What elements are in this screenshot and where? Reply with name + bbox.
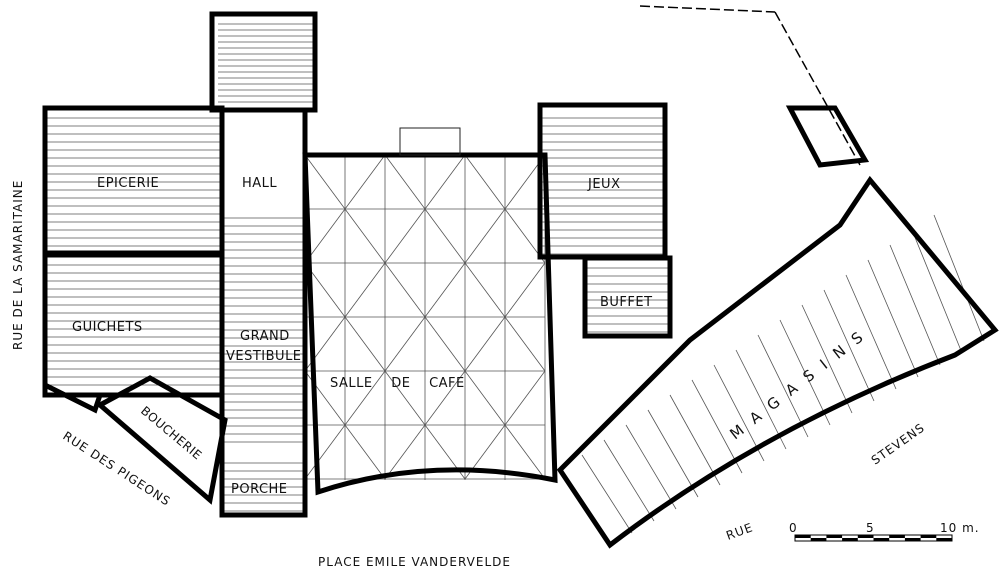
scale-label-0: 0	[789, 521, 798, 535]
label-boucherie: BOUCHERIE	[138, 404, 205, 463]
corner-wall	[42, 380, 104, 414]
boucherie-walls	[95, 375, 228, 505]
salle-de-cafe-walls	[302, 152, 558, 496]
label-hall: HALL	[242, 176, 277, 191]
walls	[42, 5, 999, 549]
label-guichets: GUICHETS	[72, 320, 143, 335]
property-line	[639, 5, 776, 13]
street-rue: RUE	[724, 520, 755, 543]
street-place-emile-vandervelde: PLACE EMILE VANDERVELDE	[318, 555, 511, 569]
street-rue-des-pigeons: RUE DES PIGEONS	[60, 429, 173, 509]
magasins-walls	[556, 175, 999, 549]
street-stevens: STEVENS	[869, 420, 928, 467]
scale-label-5: 5	[866, 521, 875, 535]
street-rue-de-la-samaritaine: RUE DE LA SAMARITAINE	[11, 180, 25, 350]
buffet-walls	[582, 255, 673, 339]
apse	[399, 127, 461, 156]
label-jeux: JEUX	[587, 177, 620, 192]
scale-bar: 0 5 10 m.	[789, 521, 980, 542]
spiral-stair-tower	[785, 105, 870, 168]
scale-label-10: 10 m.	[940, 521, 980, 535]
hall-walls	[219, 107, 308, 518]
label-vestibule: VESTIBULE	[226, 349, 302, 364]
label-grand: GRAND	[240, 329, 290, 344]
floor-hatching	[47, 23, 985, 546]
label-buffet: BUFFET	[600, 295, 653, 310]
label-porche: PORCHE	[231, 482, 288, 497]
label-epicerie: EPICERIE	[97, 176, 159, 191]
label-salle-de-cafe: SALLE DE CAFE	[330, 376, 465, 391]
